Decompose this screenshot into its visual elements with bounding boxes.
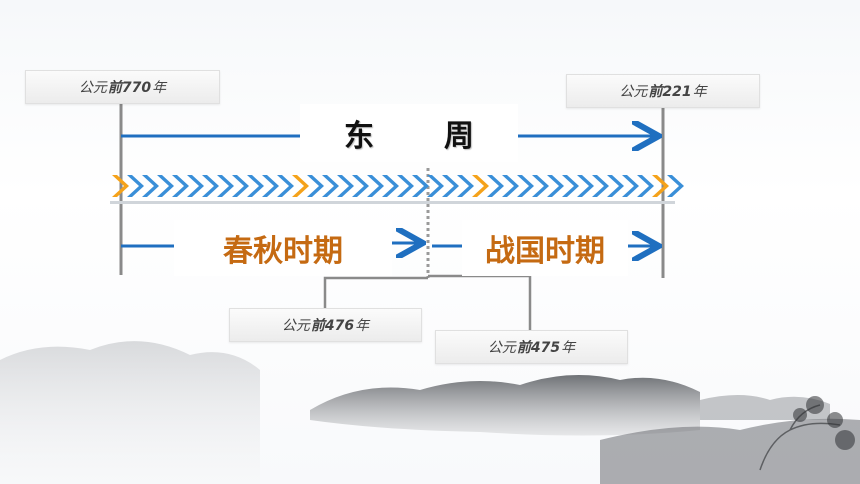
- chevron-blue: [322, 175, 339, 197]
- chevron-blue: [202, 175, 219, 197]
- chevron-orange: [112, 175, 129, 197]
- date-end-year: 前221: [648, 84, 692, 100]
- chevron-band: [112, 175, 684, 197]
- chevron-blue: [142, 175, 159, 197]
- chevron-blue: [232, 175, 249, 197]
- chevron-blue: [622, 175, 639, 197]
- chevron-blue: [367, 175, 384, 197]
- chevron-blue: [217, 175, 234, 197]
- chevron-blue: [577, 175, 594, 197]
- chevron-blue: [592, 175, 609, 197]
- date-box-475: 公元 前475 年: [435, 330, 628, 364]
- chevron-blue: [262, 175, 279, 197]
- chevron-orange: [292, 175, 309, 197]
- chevron-blue: [247, 175, 264, 197]
- dongzhou-char-2: 周: [444, 119, 474, 154]
- dongzhou-char-1: 东: [344, 119, 374, 154]
- chevron-blue: [457, 175, 474, 197]
- chevron-blue: [172, 175, 189, 197]
- date-box-start: 公元 前770 年: [25, 70, 220, 104]
- chevron-blue: [337, 175, 354, 197]
- chevron-blue: [157, 175, 174, 197]
- chevron-band-shadow: [110, 201, 675, 204]
- date-start-year: 前770: [107, 80, 152, 96]
- date-box-476: 公元 前476 年: [229, 308, 422, 342]
- date-475-year: 前475: [516, 340, 561, 356]
- chevron-blue: [412, 175, 429, 197]
- chevron-orange: [652, 175, 669, 197]
- chunqiu-label-box: 春秋时期: [174, 220, 392, 276]
- date-476-prefix: 公元: [281, 318, 310, 334]
- chevron-blue: [547, 175, 564, 197]
- zhanguo-label-box: 战国时期: [462, 220, 628, 276]
- date-start-prefix: 公元: [78, 80, 107, 96]
- chevron-blue: [667, 175, 684, 197]
- chevron-blue: [517, 175, 534, 197]
- chevron-orange: [472, 175, 489, 197]
- dongzhou-label-box: 东 周: [300, 104, 518, 162]
- chevron-blue: [427, 175, 444, 197]
- chevron-blue: [382, 175, 399, 197]
- chevron-blue: [277, 175, 294, 197]
- chevron-blue: [532, 175, 549, 197]
- chevron-blue: [487, 175, 504, 197]
- date-476-suffix: 年: [355, 318, 370, 334]
- date-475-suffix: 年: [561, 340, 576, 356]
- chevron-blue: [607, 175, 624, 197]
- date-476-year: 前476: [310, 318, 355, 334]
- date-end-suffix: 年: [692, 84, 707, 100]
- chevron-blue: [502, 175, 519, 197]
- chevron-blue: [307, 175, 324, 197]
- chevron-blue: [352, 175, 369, 197]
- chevron-blue: [397, 175, 414, 197]
- date-475-prefix: 公元: [487, 340, 516, 356]
- chevron-blue: [442, 175, 459, 197]
- connector-476: [323, 276, 428, 308]
- date-start-suffix: 年: [152, 80, 167, 96]
- connector-475: [428, 274, 532, 330]
- chevron-blue: [562, 175, 579, 197]
- date-box-end: 公元 前221 年: [566, 74, 760, 108]
- zhanguo-label: 战国时期: [485, 234, 605, 269]
- chevron-blue: [127, 175, 144, 197]
- chevron-blue: [637, 175, 654, 197]
- date-end-prefix: 公元: [619, 84, 648, 100]
- chevron-blue: [187, 175, 204, 197]
- chunqiu-label: 春秋时期: [223, 234, 343, 269]
